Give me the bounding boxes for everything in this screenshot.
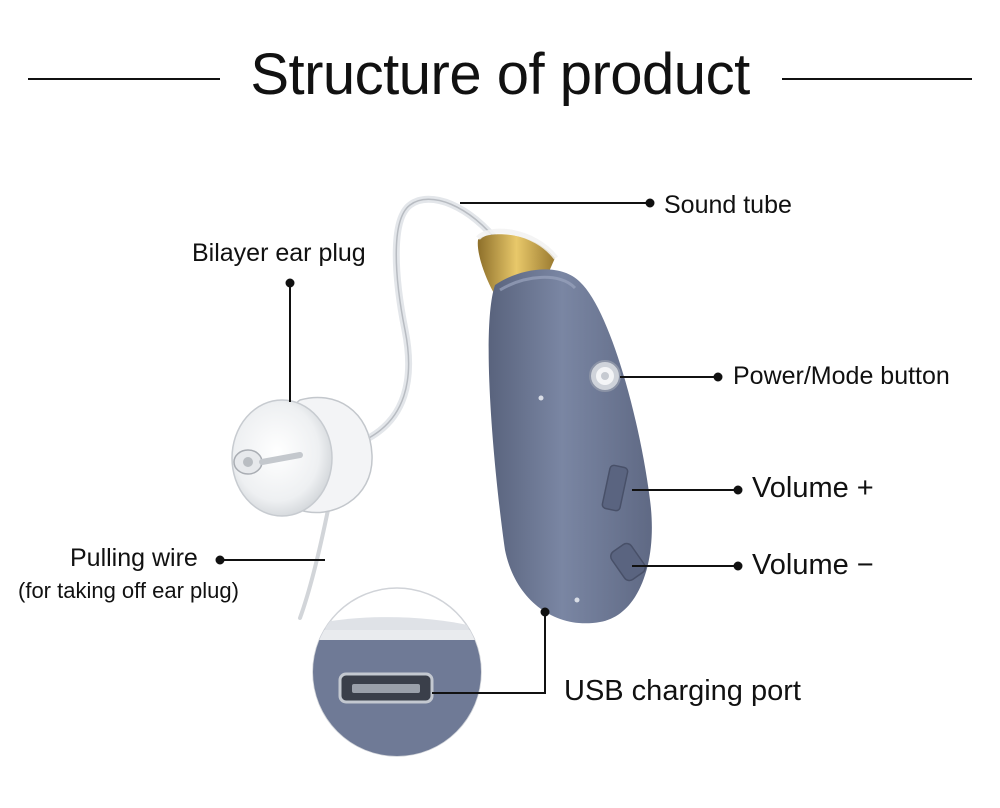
usb-port-zoom: [312, 587, 482, 757]
pulling-wire: [298, 498, 332, 620]
hearing-aid-body: [488, 269, 652, 624]
label-sound-tube: Sound tube: [664, 191, 792, 219]
volume-minus-button: [610, 542, 646, 582]
label-pulling-wire-note: (for taking off ear plug): [18, 578, 239, 603]
label-pulling-wire: Pulling wire: [70, 544, 198, 572]
ear-plug: [231, 396, 373, 517]
leader-usb: [432, 612, 546, 694]
volume-plus-button: [601, 464, 629, 512]
power-mode-button: [589, 360, 621, 392]
label-usb-charging-port: USB charging port: [564, 675, 801, 707]
title-rule-left: [28, 78, 220, 80]
page-title: Structure of product: [250, 42, 750, 107]
label-volume-plus: Volume +: [752, 472, 874, 504]
label-power-mode-button: Power/Mode button: [733, 362, 950, 390]
label-volume-minus: Volume −: [752, 549, 874, 581]
label-bilayer-ear-plug: Bilayer ear plug: [192, 239, 366, 267]
title-rule-right: [782, 78, 972, 80]
